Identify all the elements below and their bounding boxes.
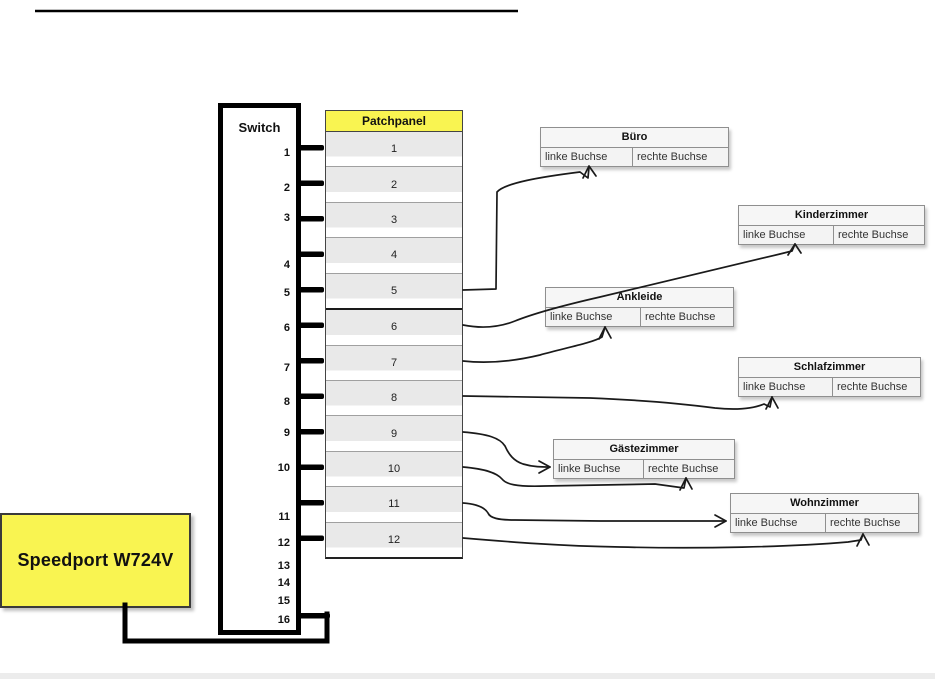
- right-socket-cell: rechte Buchse: [637, 151, 708, 163]
- switch-port-number: 14: [277, 577, 290, 589]
- patchpanel-port-row: 10: [326, 451, 462, 488]
- patchpanel-port-row: 4: [326, 238, 462, 274]
- room-table-buero: Büro linke Buchse rechte Buchse: [540, 127, 729, 167]
- left-socket-cell: linke Buchse: [739, 226, 834, 245]
- arrowhead-gaestezimmer-linke: [538, 460, 551, 474]
- switch-port-number: 5: [283, 287, 290, 299]
- arrowhead-kinderzimmer: [787, 243, 802, 256]
- room-table-schlafzimmer: Schlafzimmer linke Buchse rechte Buchse: [738, 357, 921, 397]
- right-socket-cell: rechte Buchse: [837, 381, 908, 393]
- switch-port-number: 7: [283, 362, 290, 374]
- right-socket-cell: rechte Buchse: [645, 311, 716, 323]
- room-name: Büro: [541, 128, 728, 148]
- switch-port-number: 1: [283, 147, 290, 159]
- arrowhead-schlafzimmer: [765, 396, 779, 410]
- room-table-gaestezimmer: Gästezimmer linke Buchse rechte Buchse: [553, 439, 735, 479]
- wire-port11-wohnzimmer-linke: [462, 502, 727, 522]
- switch-label: Switch: [238, 120, 281, 135]
- arrowhead-wohnzimmer-linke: [714, 514, 727, 528]
- switch-port-number: 6: [283, 322, 290, 334]
- room-table-wohnzimmer: Wohnzimmer linke Buchse rechte Buchse: [730, 493, 919, 533]
- patchpanel-port-row: 12: [326, 522, 462, 558]
- switch-port-number: 9: [283, 427, 290, 439]
- left-socket-cell: linke Buchse: [739, 378, 833, 397]
- wire-port8-schlafzimmer: [462, 395, 773, 410]
- room-name: Wohnzimmer: [731, 494, 918, 514]
- patchpanel-port-number: 11: [388, 498, 400, 511]
- patchpanel-port-row: 3: [326, 202, 462, 239]
- right-socket-cell: rechte Buchse: [830, 517, 901, 529]
- left-socket-cell: linke Buchse: [554, 460, 644, 479]
- speedport-router-box: Speedport W724V: [0, 513, 191, 608]
- patchpanel-box: Patchpanel 1 2 3 4 5 6 7 8 9 10 11 12: [325, 110, 463, 559]
- switch-port-number: 4: [283, 259, 290, 271]
- room-name: Schlafzimmer: [739, 358, 920, 378]
- wire-port9-gaestezimmer-linke: [462, 431, 551, 468]
- patchpanel-port-row: 8: [326, 380, 462, 417]
- left-socket-cell: linke Buchse: [541, 148, 633, 167]
- arrowhead-gaestezimmer-rechte: [679, 477, 693, 491]
- room-name: Ankleide: [546, 288, 733, 308]
- patchpanel-port-row: 6: [326, 310, 462, 346]
- room-table-kinderzimmer: Kinderzimmer linke Buchse rechte Buchse: [738, 205, 925, 245]
- patchpanel-port-number: 7: [390, 356, 398, 369]
- speedport-label: Speedport W724V: [17, 550, 174, 570]
- switch-port-number: 11: [278, 511, 290, 523]
- wire-port5-buero: [462, 166, 590, 291]
- patchpanel-rows: 1 2 3 4 5 6 7 8 9 10 11 12: [326, 132, 462, 558]
- switch-port-number: 3: [283, 212, 290, 224]
- left-socket-cell: linke Buchse: [731, 514, 826, 533]
- patchpanel-port-row: 11: [326, 487, 462, 523]
- patchpanel-port-number: 6: [390, 321, 398, 334]
- patchpanel-port-row: 7: [326, 345, 462, 381]
- patchpanel-port-number: 2: [390, 178, 398, 191]
- wire-port7-ankleide: [462, 326, 606, 363]
- patchpanel-port-number: 1: [390, 143, 398, 156]
- patchpanel-port-number: 8: [390, 392, 398, 405]
- patchpanel-port-row: 2: [326, 167, 462, 203]
- patchpanel-port-number: 3: [390, 214, 398, 227]
- right-socket-cell: rechte Buchse: [648, 463, 719, 475]
- patchpanel-port-number: 5: [390, 284, 398, 297]
- switch-port-number: 2: [283, 182, 290, 194]
- patchpanel-port-row: 5: [326, 273, 462, 311]
- wire-port12-wohnzimmer-rechte: [462, 533, 864, 549]
- patchpanel-label: Patchpanel: [326, 111, 462, 132]
- switch-box: Switch 1 2 3 4 5 6 7 8 9 10 11 12 13 14 …: [218, 103, 301, 635]
- patchpanel-port-row: 1: [326, 132, 462, 168]
- patchpanel-port-number: 4: [390, 249, 398, 262]
- port-tick: [296, 613, 330, 619]
- patchpanel-port-number: 9: [390, 427, 398, 440]
- switch-port-number: 13: [277, 560, 290, 572]
- switch-port-number: 10: [277, 462, 290, 474]
- arrowhead-wohnzimmer-rechte: [856, 533, 870, 547]
- switch-port-number: 12: [277, 537, 290, 549]
- right-socket-cell: rechte Buchse: [838, 229, 909, 241]
- switch-port-number: 16: [277, 614, 290, 626]
- room-table-ankleide: Ankleide linke Buchse rechte Buchse: [545, 287, 734, 327]
- left-socket-cell: linke Buchse: [546, 308, 641, 327]
- room-name: Kinderzimmer: [739, 206, 924, 226]
- patchpanel-port-number: 10: [387, 463, 401, 475]
- room-name: Gästezimmer: [554, 440, 734, 460]
- patchpanel-port-number: 12: [387, 533, 401, 546]
- patchpanel-port-row: 9: [326, 416, 462, 452]
- switch-port-number: 15: [277, 595, 290, 607]
- arrowhead-buero: [582, 165, 597, 179]
- page-edge: [0, 673, 935, 679]
- arrowhead-ankleide: [598, 326, 612, 340]
- switch-port-number: 8: [283, 396, 290, 408]
